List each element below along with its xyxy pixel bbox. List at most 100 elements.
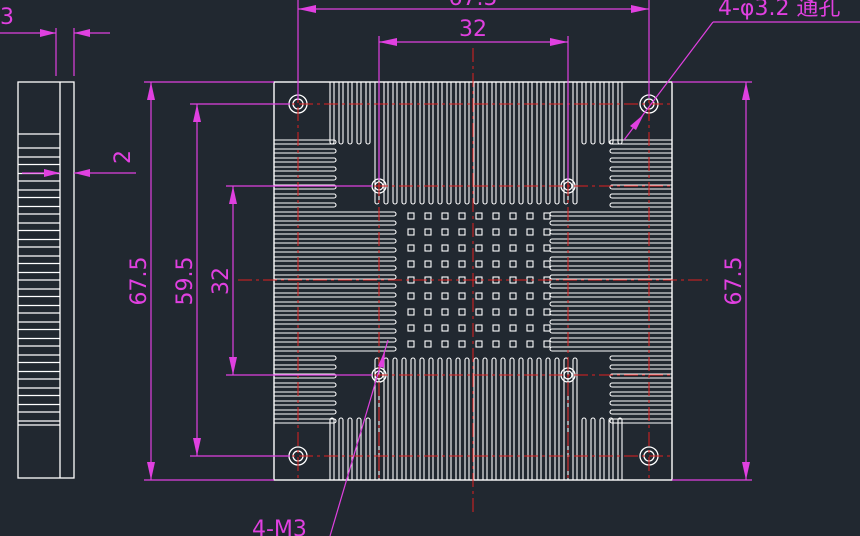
pin xyxy=(492,212,500,220)
fin-left xyxy=(274,310,397,316)
fin-left xyxy=(274,274,397,280)
pin xyxy=(492,228,500,236)
fin-right xyxy=(609,418,672,424)
fin-bottom xyxy=(437,357,443,480)
pin xyxy=(424,260,432,268)
fin-bottom xyxy=(518,357,524,480)
fin-top xyxy=(500,82,506,205)
pin xyxy=(458,324,466,332)
fin-top xyxy=(419,82,425,205)
fin-right xyxy=(549,346,672,352)
pin xyxy=(509,324,517,332)
fin-right xyxy=(609,391,672,397)
fin-bottom xyxy=(347,417,353,480)
pin xyxy=(492,260,500,268)
arrow xyxy=(229,186,237,204)
pin xyxy=(543,308,551,316)
pin xyxy=(441,340,449,348)
side-fin xyxy=(18,229,60,241)
fin-left xyxy=(274,256,397,262)
center-lines xyxy=(238,48,708,512)
pin xyxy=(475,212,483,220)
fin-bottom xyxy=(419,357,425,480)
fin-bottom xyxy=(329,417,335,480)
fin-left xyxy=(274,328,397,334)
dim-left-overall: 67.5 xyxy=(127,257,152,306)
fin-right xyxy=(549,337,672,343)
arrow xyxy=(74,169,90,177)
pin xyxy=(407,244,415,252)
side-fin xyxy=(18,196,60,208)
pin xyxy=(509,212,517,220)
pin xyxy=(526,308,534,316)
side-fin xyxy=(18,361,60,373)
arrow xyxy=(298,5,316,13)
dim-left-59: 59.5 xyxy=(173,257,198,306)
fin-top xyxy=(329,82,335,145)
fin-left xyxy=(274,247,397,253)
pin xyxy=(526,340,534,348)
fin-bottom xyxy=(338,417,344,480)
note-through-hole: 4-φ3.2 通孔 xyxy=(718,0,840,21)
side-fin xyxy=(18,262,60,274)
pin xyxy=(543,244,551,252)
side-fin xyxy=(18,147,60,158)
fin-left xyxy=(274,157,337,163)
fin-right xyxy=(549,283,672,289)
pin xyxy=(441,324,449,332)
fin-right xyxy=(609,157,672,163)
pin xyxy=(492,244,500,252)
fin-left xyxy=(274,346,397,352)
side-fin xyxy=(18,394,60,406)
pin xyxy=(475,260,483,268)
fin-bottom xyxy=(500,357,506,480)
pin xyxy=(526,324,534,332)
pin xyxy=(407,292,415,300)
fin-bottom xyxy=(482,357,488,480)
pin xyxy=(509,308,517,316)
fin-right xyxy=(609,382,672,388)
fin-bottom xyxy=(599,417,605,480)
fin-bottom xyxy=(581,417,587,480)
fin-top xyxy=(599,82,605,145)
fin-left xyxy=(274,211,397,217)
fin-bottom xyxy=(491,357,497,480)
pin xyxy=(424,212,432,220)
fins xyxy=(274,82,672,480)
pin xyxy=(458,308,466,316)
fin-bottom xyxy=(428,357,434,480)
pin xyxy=(458,340,466,348)
fin-bottom xyxy=(509,357,515,480)
side-fins xyxy=(18,147,60,422)
pin xyxy=(543,228,551,236)
fin-bottom xyxy=(473,357,479,480)
pin xyxy=(475,292,483,300)
fin-left xyxy=(274,355,337,361)
fin-bottom xyxy=(455,357,461,480)
leader-thread xyxy=(329,339,389,536)
pin xyxy=(526,292,534,300)
pin xyxy=(509,244,517,252)
arrow xyxy=(193,438,201,456)
fin-left xyxy=(274,418,337,424)
fin-bottom xyxy=(536,357,542,480)
side-fin xyxy=(18,213,60,224)
fin-top xyxy=(410,82,416,205)
fin-right xyxy=(609,139,672,145)
fin-left xyxy=(274,409,337,415)
arrow xyxy=(229,357,237,375)
fin-top xyxy=(365,82,371,145)
fin-top xyxy=(455,82,461,205)
fin-left xyxy=(274,229,397,235)
pin xyxy=(543,324,551,332)
fin-bottom xyxy=(401,357,407,480)
fin-right xyxy=(609,193,672,199)
side-view xyxy=(17,81,75,479)
side-fin xyxy=(18,180,60,191)
pin xyxy=(424,292,432,300)
fin-right xyxy=(549,256,672,262)
pin xyxy=(509,228,517,236)
pin xyxy=(407,212,415,220)
fin-right xyxy=(609,184,672,190)
